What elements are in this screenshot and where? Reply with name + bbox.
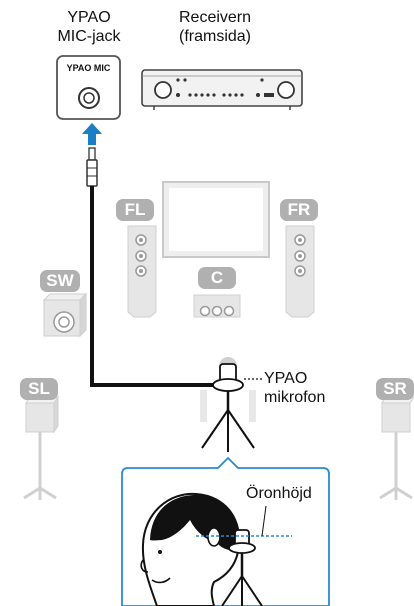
callout-microphone-icon (221, 529, 263, 606)
subwoofer-tag: SW (40, 270, 80, 292)
receiver-label-line1: Receivern (178, 9, 252, 26)
front-right-tag: FR (280, 199, 318, 221)
surround-right-tag: SR (376, 378, 414, 400)
microphone-label: YPAO mikrofon (264, 369, 334, 407)
mic-plug (86, 147, 98, 187)
center-speaker-icon (193, 294, 241, 318)
ypao-mic-panel-text: YPAO MIC (66, 63, 111, 73)
microphone-label-line2: mikrofon (264, 389, 326, 406)
microphone-on-tripod-icon (200, 357, 256, 452)
subwoofer-icon (42, 292, 88, 338)
ypao-mic-jack-panel (56, 55, 121, 120)
receiver-label-line2: (framsida) (178, 28, 251, 45)
ypao-jack-label: YPAO MIC-jack (48, 8, 130, 46)
surround-left-tag: SL (20, 378, 58, 400)
surround-right-speaker-icon (379, 396, 414, 500)
center-tag: C (198, 267, 236, 289)
ypao-jack-label-line2: MIC-jack (57, 28, 121, 45)
ear-height-label: Öronhöjd (246, 485, 312, 502)
mic-cable (90, 186, 225, 387)
front-right-speaker-icon (285, 225, 315, 318)
ear-height-leader (261, 505, 267, 537)
tv-icon (162, 181, 270, 258)
receiver-front-panel (141, 69, 303, 110)
microphone-label-line1: YPAO (264, 370, 308, 387)
surround-left-speaker-icon (23, 395, 59, 500)
receiver-label: Receivern (framsida) (160, 8, 270, 46)
ypao-jack-label-line1: YPAO (67, 9, 111, 26)
front-left-speaker-icon (127, 225, 157, 318)
connect-arrow (82, 123, 102, 145)
front-left-tag: FL (116, 199, 154, 221)
